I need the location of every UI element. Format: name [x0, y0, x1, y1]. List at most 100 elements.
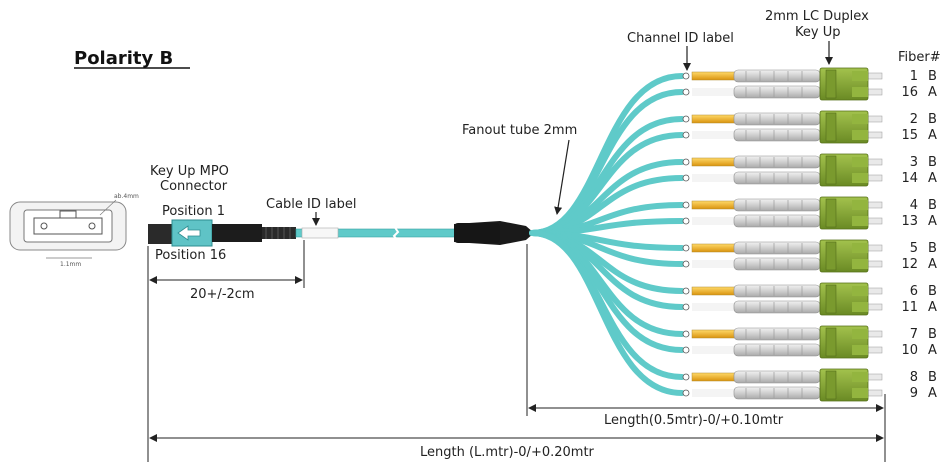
fiber-sleeve [691, 243, 737, 253]
duplex-pair [529, 230, 883, 402]
lc-ferrule-tip [867, 244, 883, 252]
fanout-dimension-label: Length(0.5mtr)-0/+0.10mtr [604, 413, 784, 428]
lc-ferrule-tip [867, 389, 883, 397]
fiber-number: 2 [910, 112, 918, 127]
fiber-number: 6 [910, 284, 918, 299]
lc-latch [852, 372, 868, 382]
fiber-number: 3 [910, 155, 918, 170]
fiber-header: Fiber# [898, 50, 941, 65]
lc-latch [852, 173, 868, 183]
channel-id-tag [682, 244, 690, 252]
lc-duplex-clip [825, 112, 837, 142]
fiber-number: 15 [901, 128, 918, 143]
lc-latch [852, 259, 868, 269]
lc-boot [733, 284, 821, 298]
fiber-number: 14 [901, 171, 918, 186]
lc-boot [733, 85, 821, 99]
fiber-sleeve [692, 389, 736, 397]
lc-duplex-label-line2: Key Up [795, 25, 840, 40]
lc-duplex-clip [825, 69, 837, 99]
fiber-polarity: A [928, 128, 937, 143]
channel-id-tag [682, 389, 690, 397]
fiber-sleeve [692, 174, 736, 182]
lc-duplex-label-line1: 2mm LC Duplex [765, 9, 869, 24]
fiber-polarity: B [928, 241, 937, 256]
channel-id-tag [682, 174, 690, 182]
lc-boot [733, 343, 821, 357]
lc-latch [852, 130, 868, 140]
fiber-number: 10 [901, 343, 918, 358]
lc-boot [733, 370, 821, 384]
lc-ferrule-tip [867, 72, 883, 80]
fanout-body [454, 221, 534, 245]
lc-ferrule-tip [867, 287, 883, 295]
lc-ferrule-tip [867, 330, 883, 338]
fiber-polarity: B [928, 370, 937, 385]
fiber-polarity: A [928, 85, 937, 100]
lc-boot [733, 327, 821, 341]
channel-id-tag [682, 330, 690, 338]
fiber-number: 4 [910, 198, 918, 213]
lc-latch [852, 71, 868, 81]
mpo-connector-label-line2: Connector [160, 179, 228, 194]
fiber-fanout [529, 67, 883, 402]
channel-id-tag [682, 373, 690, 381]
lc-latch [852, 157, 868, 167]
channel-id-tag [682, 346, 690, 354]
channel-id-label-text: Channel ID label [627, 31, 734, 46]
lc-ferrule-tip [867, 217, 883, 225]
diagram-title: Polarity B [74, 48, 173, 69]
fiber-sleeve [692, 217, 736, 225]
fiber-polarity: B [928, 112, 937, 127]
lc-boot [733, 128, 821, 142]
lc-latch [852, 87, 868, 97]
lc-boot [733, 69, 821, 83]
fiber-polarity: A [928, 214, 937, 229]
lc-boot [733, 214, 821, 228]
lc-duplex-clip [825, 155, 837, 185]
channel-id-tag [682, 303, 690, 311]
face-width-label: ab.4mm [114, 193, 139, 200]
lc-boot [733, 155, 821, 169]
fiber-polarity: A [928, 343, 937, 358]
lc-boot [733, 198, 821, 212]
lc-latch [852, 286, 868, 296]
fiber-sleeve [692, 260, 736, 268]
lc-duplex-clip [825, 370, 837, 400]
fiber-polarity: A [928, 300, 937, 315]
fiber-polarity: A [928, 257, 937, 272]
fiber-polarity: B [928, 284, 937, 299]
lc-boot [733, 171, 821, 185]
fiber-number: 13 [901, 214, 918, 229]
lc-boot [733, 257, 821, 271]
mpo-connector [148, 219, 296, 247]
lc-boot [733, 386, 821, 400]
channel-id-tag [682, 158, 690, 166]
lc-latch [852, 200, 868, 210]
lc-latch [852, 243, 868, 253]
channel-id-tag [682, 287, 690, 295]
mpo-face-view: 1.1mm ab.4mm [9, 193, 139, 268]
lc-ferrule-tip [867, 303, 883, 311]
fiber-sleeve [691, 372, 737, 382]
total-dimension-label: Length (L.mtr)-0/+0.20mtr [420, 445, 595, 460]
fiber-polarity: A [928, 386, 937, 401]
mpo-key-arrow-icon [177, 225, 201, 241]
duplex-pair [529, 230, 883, 359]
pigtail-dimension-label: 20+/-2cm [190, 287, 255, 302]
lc-ferrule-tip [867, 88, 883, 96]
fiber-polarity: B [928, 198, 937, 213]
lc-latch [852, 345, 868, 355]
fiber-sleeve [691, 157, 737, 167]
fiber-number: 16 [901, 85, 918, 100]
lc-latch [852, 302, 868, 312]
fiber-number: 9 [910, 386, 918, 401]
channel-id-tag [682, 131, 690, 139]
mpo-connector-label-line1: Key Up MPO [150, 164, 229, 179]
position-1-label: Position 1 [162, 204, 225, 219]
lc-duplex-clip [825, 241, 837, 271]
lc-ferrule-tip [867, 158, 883, 166]
channel-id-tag [682, 201, 690, 209]
